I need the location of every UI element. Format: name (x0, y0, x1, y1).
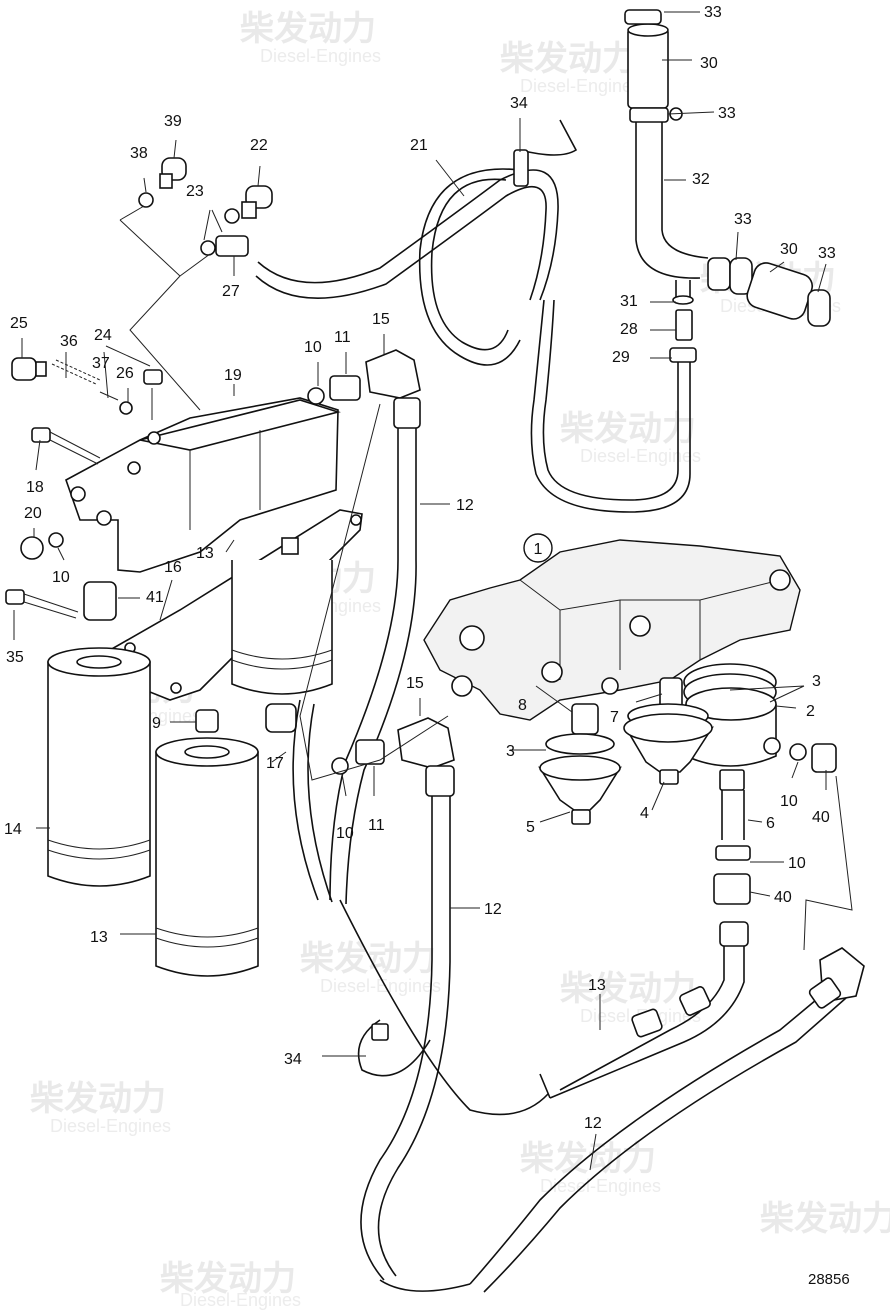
callout-label-c41: 41 (146, 589, 164, 606)
callout-label-c12a: 12 (456, 497, 474, 514)
callout-label-c37: 37 (92, 355, 110, 372)
right-fittings-lower-hoses (339, 743, 865, 1293)
watermark-en: Diesel-Engines (540, 1176, 661, 1196)
watermark-cn: 柴发动力 (160, 1259, 296, 1299)
callout-label-c32: 32 (692, 171, 710, 188)
callout-label-c36: 36 (60, 333, 78, 350)
callout-label-c11a: 11 (334, 329, 351, 346)
callout-label-c12b: 12 (484, 901, 502, 918)
callout-label-c14: 14 (4, 821, 22, 838)
callout-label-c30b: 30 (780, 241, 798, 258)
watermark-cn: 柴发动力 (30, 1079, 166, 1119)
watermark-cn: 柴发动力 (300, 939, 436, 979)
watermark-cn: 柴发动力 (520, 1139, 656, 1179)
callout-label-c10b: 10 (52, 569, 70, 586)
callout-label-c16: 16 (164, 559, 182, 576)
callout-label-c39: 39 (164, 113, 182, 130)
callout-label-c33a: 33 (704, 4, 722, 21)
callout-label-c11b: 11 (368, 817, 385, 834)
callout-label-c40a: 40 (812, 809, 830, 826)
callout-label-c2: 2 (806, 703, 815, 720)
callout-label-c18: 18 (26, 479, 44, 496)
hose-12-and-fittings (292, 349, 455, 1281)
callout-label-c23: 23 (186, 183, 204, 200)
callout-label-c34a: 34 (510, 95, 528, 112)
callout-label-c40b: 40 (774, 889, 792, 906)
watermark-en: Diesel-Engines (520, 76, 641, 96)
callout-label-c19: 19 (224, 367, 242, 384)
callout-label-c15a: 15 (372, 311, 390, 328)
callout-label-c22: 22 (250, 137, 268, 154)
callout-label-c13c: 13 (588, 977, 606, 994)
callout-label-c5: 5 (526, 819, 535, 836)
small-fittings (138, 157, 273, 257)
callout-label-c30a: 30 (700, 55, 718, 72)
callout-label-c13a: 13 (196, 545, 214, 562)
reference-number: 28856 (808, 1271, 850, 1288)
watermark-en: Diesel-Engines (180, 1290, 301, 1310)
callout-label-c7: 7 (610, 709, 619, 726)
loop-hose-21 (255, 119, 578, 366)
watermark-cn: 柴发动力 (560, 969, 696, 1009)
circled-reference: 1 (523, 533, 553, 563)
callout-label-c3a: 3 (812, 673, 821, 690)
callout-label-c38: 38 (130, 145, 148, 162)
watermark-cn: 柴发动力 (240, 9, 376, 49)
callout-label-c13b: 13 (90, 929, 108, 946)
callout-label-c33c: 33 (734, 211, 752, 228)
callout-label-c9: 9 (152, 715, 161, 732)
bowls-4-5 (538, 677, 715, 825)
filter-14 (47, 647, 151, 887)
callout-label-c25: 25 (10, 315, 28, 332)
callout-label-c12c: 12 (584, 1115, 602, 1132)
circled-label: 1 (534, 541, 543, 558)
callout-label-c27: 27 (222, 283, 240, 300)
callout-label-c33d: 33 (818, 245, 836, 262)
filter-bowl-2 (549, 687, 781, 1099)
callout-label-c33b: 33 (718, 105, 736, 122)
callout-label-c15b: 15 (406, 675, 424, 692)
callout-label-c17: 17 (266, 755, 284, 772)
bolts-and-springs (5, 357, 163, 621)
callout-label-c3b: 3 (506, 743, 515, 760)
callout-label-c6: 6 (766, 815, 775, 832)
callout-label-c10e: 10 (788, 855, 806, 872)
leader-lines (13, 11, 827, 1171)
callout-label-c10d: 10 (780, 793, 798, 810)
watermark-en: Diesel-Engines (320, 976, 441, 996)
filter-13 (155, 709, 259, 977)
filter-13-upper (231, 560, 333, 733)
callout-label-c10c: 10 (336, 825, 354, 842)
watermark-cn: 柴发动力 (560, 409, 696, 449)
breather-hose-assembly (530, 9, 831, 513)
watermark-en: Diesel-Engines (580, 446, 701, 466)
callout-label-c34b: 34 (284, 1051, 302, 1068)
watermark-cn: 柴发动力 (500, 39, 636, 79)
callout-label-c28: 28 (620, 321, 638, 338)
callout-label-c10a: 10 (304, 339, 322, 356)
callout-label-c4: 4 (640, 805, 649, 822)
watermark-en: Diesel-Engines (50, 1116, 171, 1136)
callout-label-c8: 8 (518, 697, 527, 714)
callout-label-c31: 31 (620, 293, 638, 310)
watermark-cn: 柴发动力 (760, 1199, 890, 1239)
callout-label-c29: 29 (612, 349, 630, 366)
callout-label-c35: 35 (6, 649, 24, 666)
watermark-en: Diesel-Engines (260, 46, 381, 66)
callout-label-c24: 24 (94, 327, 112, 344)
callout-label-c20: 20 (24, 505, 42, 522)
callout-label-c26: 26 (116, 365, 134, 382)
callout-label-c21: 21 (410, 137, 428, 154)
